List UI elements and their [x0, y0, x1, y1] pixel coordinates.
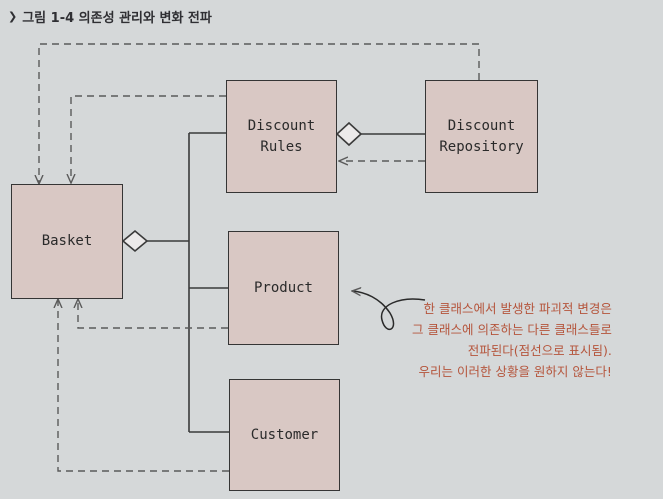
caption-text: 그림 1-4 의존성 관리와 변화 전파 [22, 11, 212, 26]
discount-rules-class-box: Discount Rules [226, 80, 337, 193]
note-line: 그 클래스에 의존하는 다른 클래스들로 [412, 322, 612, 337]
note-arrow [352, 291, 426, 331]
aggregation-diamond-basket [121, 229, 149, 253]
basket-class-box: Basket [11, 184, 123, 299]
chevron-down-icon: ❯ [8, 10, 18, 23]
note-line: 한 클래스에서 발생한 파괴적 변경은 [423, 301, 612, 316]
figure-caption: ❯ 그림 1-4 의존성 관리와 변화 전파 [8, 7, 212, 26]
product-class-box: Product [228, 231, 339, 345]
product-label: Product [253, 279, 313, 296]
discount-repository-label: Discount Repository [439, 118, 524, 155]
customer-class-box: Customer [229, 379, 340, 491]
dependency-lines [39, 43, 480, 472]
discount-repository-class-box: Discount Repository [425, 80, 538, 193]
discount-rules-label: Discount Rules [247, 118, 316, 155]
annotation-note: 한 클래스에서 발생한 파괴적 변경은 그 클래스에 의존하는 다른 클래스들로… [412, 298, 612, 382]
composition-lines [121, 121, 425, 433]
note-line: 우리는 이러한 상황을 원하지 않는다! [418, 364, 612, 379]
aggregation-diamond-rules [335, 121, 363, 147]
basket-label: Basket [41, 233, 93, 250]
customer-label: Customer [250, 426, 319, 443]
note-line: 전파된다(점선으로 표시됨). [467, 343, 612, 358]
